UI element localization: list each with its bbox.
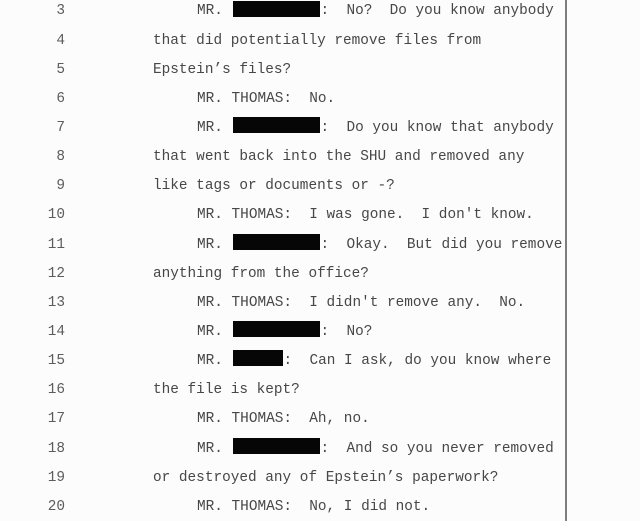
line-text: Epstein’s files? [153,62,291,78]
transcript-line: 13 MR. THOMAS: I didn't remove any. No. [0,289,640,318]
line-number: 14 [47,323,65,340]
line-number: 6 [56,90,65,107]
transcript-line: 5 Epstein’s files? [0,56,640,85]
redaction-bar [232,117,320,134]
line-text-content: Epstein’s files? [153,61,292,78]
speaker-prefix: MR. [197,3,232,20]
line-text-after: : Okay. But did you remove [320,236,563,253]
redaction-bar [232,0,320,17]
line-number: 19 [47,469,65,486]
speaker-prefix: MR. [197,440,232,457]
transcript-line: 18 MR. : And so you never removed [0,435,640,464]
line-text-after: : Do you know that anybody [320,119,554,136]
line-text-content: MR. THOMAS: No. [197,90,336,107]
transcript-line: 3 MR. : No? Do you know anybody [0,0,640,27]
redaction-bar [232,437,320,454]
redaction-bar [232,350,283,367]
speaker-prefix: MR. [197,119,232,136]
line-number: 15 [47,353,65,370]
transcript-line: 15 MR. : Can I ask, do you know where [0,347,640,376]
line-text-content: MR. THOMAS: No, I did not. [197,498,431,515]
speaker-prefix: MR. [197,323,232,340]
transcript-line: 8 that went back into the SHU and removed… [0,143,640,172]
line-number: 13 [47,294,65,311]
line-text-content: like tags or documents or -? [153,178,395,195]
line-text: MR. : No? [197,321,373,340]
transcript-line: 9 like tags or documents or -? [0,172,640,201]
transcript-line: 4 that did potentially remove files from [0,27,640,56]
transcript-line: 11 MR. : Okay. But did you remove [0,231,640,260]
line-text: MR. : And so you never removed [197,437,554,457]
transcript-line: 7 MR. : Do you know that anybody [0,114,640,143]
line-text-content: or destroyed any of Epstein’s paperwork? [153,469,499,486]
line-text-content: MR. THOMAS: I was gone. I don't know. [197,207,534,224]
line-number: 11 [47,236,65,253]
line-text: MR. : Okay. But did you remove [197,233,563,253]
page-edge-rule [565,0,567,521]
line-text-content: MR. THOMAS: I didn't remove any. No. [197,294,526,311]
line-text: MR. THOMAS: I didn't remove any. No. [197,295,525,311]
line-text: anything from the office? [153,266,369,282]
transcript-line: 19 or destroyed any of Epstein’s paperwor… [0,464,640,493]
line-number: 5 [56,61,65,78]
line-number: 17 [47,411,65,428]
transcript-line: 20 MR. THOMAS: No, I did not. [0,493,640,521]
line-number: 18 [47,440,65,457]
line-number: 3 [56,3,65,20]
speaker-prefix: MR. [197,353,232,370]
line-text: MR. THOMAS: No. [197,91,335,107]
line-text-after: : And so you never removed [320,440,554,457]
line-number: 12 [47,265,65,282]
line-text: MR. : Do you know that anybody [197,117,554,136]
line-text: or destroyed any of Epstein’s paperwork? [153,470,498,486]
line-number: 8 [56,149,65,166]
speaker-prefix: MR. [197,236,232,253]
line-text: MR. : No? Do you know anybody [197,0,554,20]
transcript-line: 14 MR. : No? [0,318,640,347]
line-number: 10 [47,207,65,224]
transcript-line: 16 the file is kept? [0,376,640,405]
line-text-content: that went back into the SHU and removed … [153,149,525,166]
line-text-content: MR. THOMAS: Ah, no. [197,411,370,428]
line-text: MR. THOMAS: No, I did not. [197,499,430,515]
transcript-line: 12 anything from the office? [0,260,640,289]
line-text-content: the file is kept? [153,382,300,399]
line-text: MR. THOMAS: Ah, no. [197,411,370,427]
line-text-after: : No? [320,323,373,340]
line-text-after: : No? Do you know anybody [320,3,554,20]
line-text-after: : Can I ask, do you know where [283,353,552,370]
line-number: 4 [56,32,65,49]
transcript-line: 17 MR. THOMAS: Ah, no. [0,405,640,434]
line-number: 16 [47,382,65,399]
line-text: the file is kept? [153,382,300,398]
line-text: MR. : Can I ask, do you know where [197,350,552,370]
line-text-content: anything from the office? [153,265,369,282]
line-number: 9 [56,178,65,195]
line-text: that did potentially remove files from [153,33,481,49]
line-number: 7 [56,119,65,136]
transcript-line: 10 MR. THOMAS: I was gone. I don't know. [0,201,640,230]
line-text: that went back into the SHU and removed … [153,149,524,165]
redaction-bar [232,233,320,250]
transcript-line: 6 MR. THOMAS: No. [0,85,640,114]
line-number: 20 [47,498,65,515]
redaction-bar [232,321,320,338]
line-text-content: that did potentially remove files from [153,32,482,49]
line-text: like tags or documents or -? [153,178,395,194]
line-text: MR. THOMAS: I was gone. I don't know. [197,207,534,223]
